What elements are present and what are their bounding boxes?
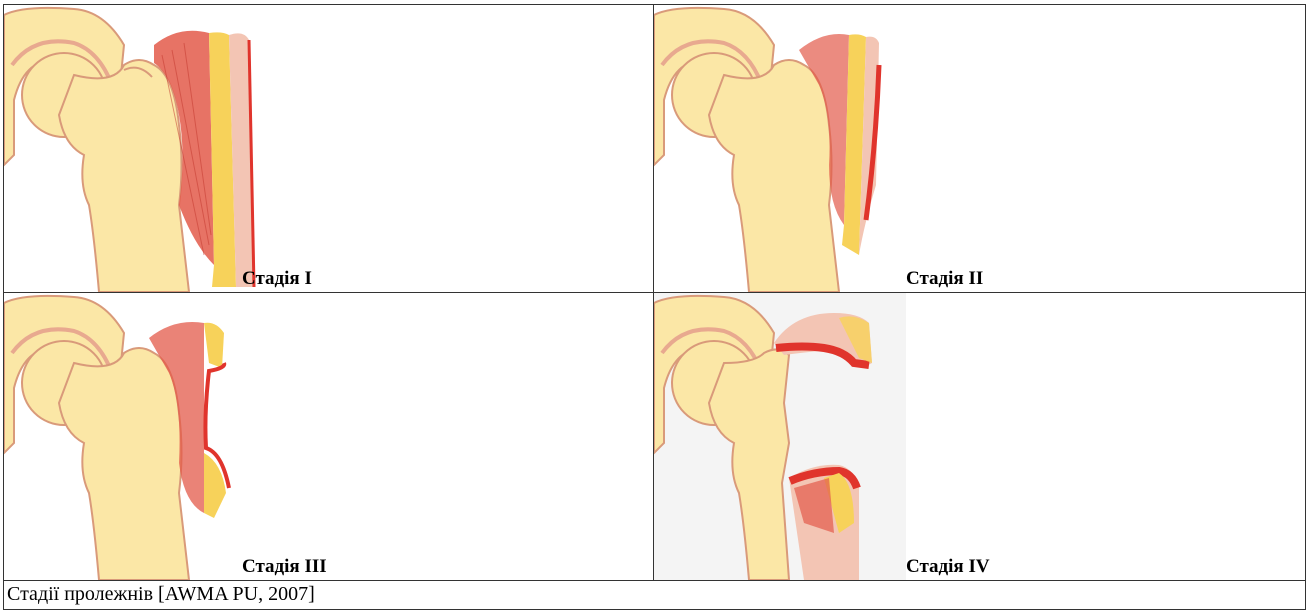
stage-2-illustration xyxy=(654,5,906,292)
stage-1-illustration xyxy=(4,5,274,292)
stage-3-illustration xyxy=(4,293,274,580)
stage-2-label: Стадія II xyxy=(906,268,983,290)
figure-caption: Стадії пролежнів [AWMA PU, 2007] xyxy=(7,583,315,606)
stage-1-cell: Стадія I xyxy=(4,5,654,293)
stage-3-label: Стадія III xyxy=(242,556,327,578)
stage-2-cell: Стадія II xyxy=(654,5,1306,293)
stage-4-label: Стадія IV xyxy=(906,556,990,578)
stage-3-cell: Стадія III xyxy=(4,293,654,581)
stage-1-label: Стадія I xyxy=(242,268,312,290)
caption-cell: Стадії пролежнів [AWMA PU, 2007] xyxy=(4,581,1306,610)
stage-4-cell: Стадія IV xyxy=(654,293,1306,581)
stages-table: Стадія I Стадія II xyxy=(3,4,1306,610)
stage-4-illustration xyxy=(654,293,906,580)
